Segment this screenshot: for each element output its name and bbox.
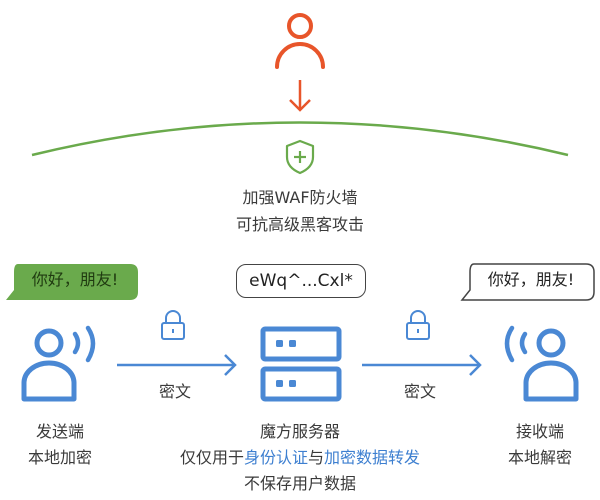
sender-user-broadcast-icon [21, 325, 96, 402]
firewall-title: 加强WAF防火墙 [242, 188, 358, 207]
server-label: 魔方服务器 [259, 422, 340, 441]
server-icon [260, 326, 342, 402]
sender-label: 发送端 [35, 422, 84, 441]
receiver-label: 接收端 [515, 422, 564, 441]
server-desc-prefix: 仅仅用于 [179, 448, 244, 467]
server-desc-highlight-auth: 身份认证 [243, 448, 308, 467]
sender-bubble-shape [6, 264, 138, 300]
arrow-down-icon [289, 80, 311, 112]
arrow-right-icon [362, 354, 482, 376]
arrow-right-icon [117, 354, 237, 376]
firewall-subtitle: 可抗高级黑客攻击 [235, 215, 364, 234]
link-label-ciphertext: 密文 [158, 382, 191, 401]
receiver-sublabel: 本地解密 [507, 448, 572, 467]
sender-bubble-text: 你好，朋友! [31, 270, 119, 289]
attacker-user-icon [275, 13, 325, 69]
server-desc-highlight-forward: 加密数据转发 [324, 448, 421, 467]
receiver-bubble-shape [460, 263, 595, 301]
sender-sublabel: 本地加密 [27, 448, 92, 467]
lock-icon [161, 310, 185, 340]
shield-plus-icon [285, 139, 315, 175]
lock-icon [406, 310, 430, 340]
receiver-user-broadcast-icon [504, 325, 579, 402]
server-note: 不保存用户数据 [243, 474, 356, 493]
server-description: 仅仅用于身份认证与加密数据转发 [100, 444, 500, 468]
link-label-ciphertext: 密文 [403, 382, 436, 401]
firewall-arc [31, 121, 569, 157]
server-bubble-text: eWq^...Cxl* [236, 264, 366, 298]
receiver-bubble-text: 你好，朋友! [487, 270, 575, 289]
server-desc-mid: 与 [308, 448, 325, 467]
